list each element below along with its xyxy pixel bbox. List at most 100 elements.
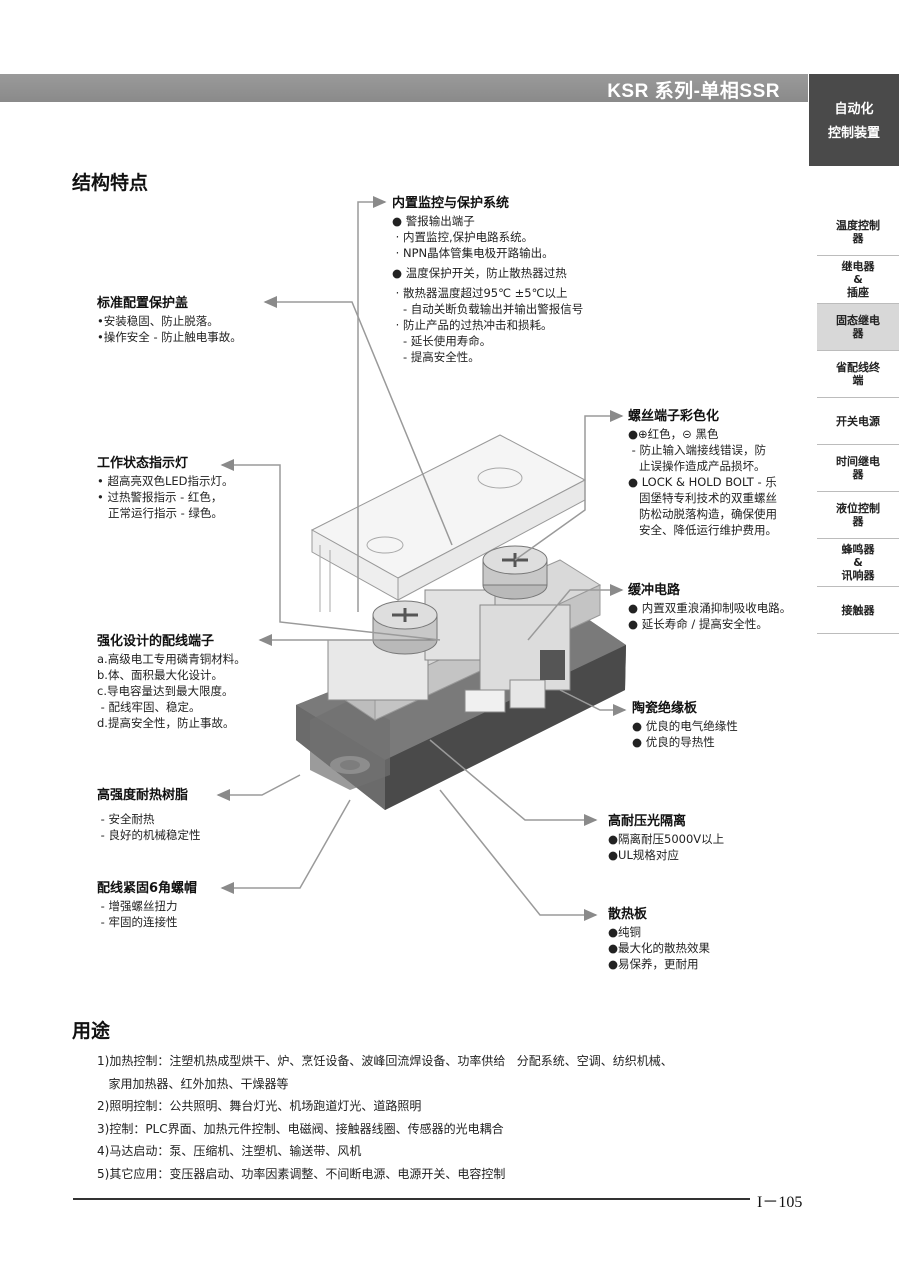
callout-terminal-head: 强化设计的配线端子 — [97, 634, 215, 649]
features-title: 结构特点 — [72, 172, 149, 194]
indicator-line: 正常运行指示 - 绿色。 — [97, 506, 223, 520]
monitor-line: - 提高安全性。 — [392, 350, 480, 364]
screw-color-line: ● LOCK & HOLD BOLT - 乐 — [628, 475, 777, 489]
callout-monitor-head: 内置监控与保护系统 — [392, 196, 510, 211]
side-item-terminal[interactable]: 省配线终 端 — [817, 351, 899, 398]
callout-screw-color: 螺丝端子彩色化 ●⊕红色，⊝ 黑色 - 防止输入端接线错误，防 止误操作造成产品… — [628, 407, 777, 538]
buffer-line: ● 延长寿命 / 提高安全性。 — [628, 617, 768, 631]
buffer-line: ● 内置双重浪涌抑制吸收电路。 — [628, 601, 792, 615]
side-item-contactor[interactable]: 接触器 — [817, 587, 899, 634]
callout-resin-head: 高强度耐热树脂 — [97, 788, 189, 803]
terminal-line: - 配线牢固、稳定。 — [97, 700, 201, 714]
heatsink-line: ●最大化的散热效果 — [608, 941, 711, 955]
callout-nut: 配线紧固6角螺帽 - 增强螺丝扭力 - 牢固的连接性 — [97, 879, 197, 930]
terminal-line: c.导电容量达到最大限度。 — [97, 684, 234, 698]
footer-rule — [73, 1198, 750, 1200]
cover-line: •操作安全 - 防止触电事故。 — [97, 330, 242, 344]
isolation-line: ●隔离耐压5000V以上 — [608, 832, 725, 846]
callout-monitor: 内置监控与保护系统 ● 警报输出端子 · 内置监控,保护电路系统。 · NPN晶… — [392, 194, 583, 365]
monitor-line: · 内置监控,保护电路系统。 — [392, 230, 534, 244]
application-line: 4)马达启动：泵、压缩机、注塑机、输送带、风机 — [97, 1144, 362, 1158]
ssr-body — [296, 545, 626, 810]
screw-color-line: ●⊕红色，⊝ 黑色 — [628, 427, 719, 441]
callout-buffer: 缓冲电路 ● 内置双重浪涌抑制吸收电路。 ● 延长寿命 / 提高安全性。 — [628, 581, 791, 632]
page-number: I－105 — [757, 1194, 803, 1211]
header-bar: KSR 系列-单相SSR — [0, 74, 808, 102]
application-line: 2)照明控制：公共照明、舞台灯光、机场跑道灯光、道路照明 — [97, 1099, 422, 1113]
side-item-power-supply[interactable]: 开关电源 — [817, 398, 899, 445]
side-main-tab[interactable]: 自动化 控制装置 — [809, 74, 899, 166]
callout-isolation-head: 高耐压光隔离 — [608, 814, 687, 829]
protective-cover — [310, 434, 587, 612]
callout-indicator: 工作状态指示灯 • 超高亮双色LED指示灯。 • 过热警报指示 - 红色， 正常… — [97, 454, 233, 521]
side-item-level[interactable]: 液位控制 器 — [817, 492, 899, 539]
callout-isolation: 高耐压光隔离 ●隔离耐压5000V以上 ●UL规格对应 — [608, 812, 724, 863]
screw-color-line: 防松动脱落构造，确保使用 — [628, 507, 777, 521]
series-title: KSR 系列-单相SSR — [607, 81, 780, 102]
arrow-screw-color — [514, 410, 624, 561]
callout-cover-head: 标准配置保护盖 — [97, 296, 189, 311]
terminal-line: d.提高安全性，防止事故。 — [97, 716, 235, 730]
terminal-line: a.高级电工专用磷青铜材料。 — [97, 652, 246, 666]
application-line: 3)控制：PLC界面、加热元件控制、电磁阀、接触器线圈、传感器的光电耦合 — [97, 1121, 504, 1136]
arrow-resin — [216, 774, 301, 801]
side-item-temperature[interactable]: 温度控制 器 — [817, 209, 899, 256]
monitor-line: · NPN晶体管集电极开路输出。 — [392, 246, 554, 260]
arrow-monitor — [357, 196, 387, 612]
monitor-line: - 自动关断负载输出并输出警报信号 — [392, 302, 584, 316]
side-item-relay[interactable]: 继电器 & 插座 — [817, 256, 899, 304]
arrow-nut — [220, 799, 351, 894]
resin-line: - 良好的机械稳定性 — [97, 828, 201, 842]
arrow-heatsink — [439, 789, 598, 921]
isolation-line: ●UL规格对应 — [608, 848, 679, 862]
callout-indicator-head: 工作状态指示灯 — [97, 456, 189, 471]
arrow-isolation — [429, 739, 598, 826]
heatsink-line: ●易保养，更耐用 — [608, 957, 699, 971]
callout-screw-color-head: 螺丝端子彩色化 — [628, 409, 720, 424]
side-item-timer[interactable]: 时间继电 器 — [817, 445, 899, 492]
monitor-line: · 防止产品的过热冲击和损耗。 — [392, 318, 553, 332]
monitor-line: - 延长使用寿命。 — [392, 334, 492, 348]
indicator-line: • 过热警报指示 - 红色， — [97, 490, 223, 504]
callout-resin: 高强度耐热树脂 - 安全耐热 - 良好的机械稳定性 — [97, 786, 200, 843]
screw-color-line: 安全、降低运行维护费用。 — [628, 523, 777, 537]
callout-cover: 标准配置保护盖 •安装稳固、防止脱落。 •操作安全 - 防止触电事故。 — [97, 294, 242, 345]
callout-terminal: 强化设计的配线端子 a.高级电工专用磷青铜材料。 b.体、面积最大化设计。 c.… — [97, 632, 246, 731]
screw-terminal-1 — [372, 600, 438, 655]
screw-terminal-2 — [482, 545, 548, 600]
callout-nut-head: 配线紧固6角螺帽 — [97, 881, 198, 896]
callout-buffer-head: 缓冲电路 — [628, 583, 681, 598]
terminal-line: b.体、面积最大化设计。 — [97, 668, 223, 682]
side-nav: 温度控制 器 继电器 & 插座 固态继电 器 省配线终 端 开关电源 时间继电 … — [817, 209, 899, 634]
callout-ceramic-head: 陶瓷绝缘板 — [632, 701, 698, 716]
side-item-buzzer[interactable]: 蜂鸣器 & 讯响器 — [817, 539, 899, 587]
screw-color-line: - 防止输入端接线错误，防 — [628, 443, 766, 457]
arrow-buffer — [527, 584, 624, 641]
callout-ceramic: 陶瓷绝缘板 ● 优良的电气绝缘性 ● 优良的导热性 — [632, 699, 738, 750]
application-line: 1)加热控制：注塑机热成型烘干、炉、烹饪设备、波峰回流焊设备、功率供给 分配系统… — [97, 1054, 673, 1068]
applications-list: 1)加热控制：注塑机热成型烘干、炉、烹饪设备、波峰回流焊设备、功率供给 分配系统… — [97, 1050, 673, 1185]
side-main-label-2: 控制装置 — [827, 126, 880, 141]
cover-line: •安装稳固、防止脱落。 — [97, 314, 219, 328]
monitor-line: ● 警报输出端子 — [392, 214, 475, 228]
nut-line: - 增强螺丝扭力 — [97, 899, 178, 913]
indicator-line: • 超高亮双色LED指示灯。 — [97, 474, 234, 488]
arrow-ceramic — [559, 689, 627, 716]
heatsink-line: ●纯铜 — [608, 925, 642, 939]
resin-line: - 安全耐热 — [97, 812, 155, 826]
screw-color-line: 固堡特专利技术的双重螺丝 — [628, 491, 777, 505]
application-line: 5)其它应用：变压器启动、功率因素调整、不间断电源、电源开关、电容控制 — [97, 1166, 506, 1181]
arrow-indicator — [220, 459, 441, 641]
monitor-line: · 散热器温度超过95℃ ±5℃以上 — [392, 286, 568, 300]
ceramic-line: ● 优良的导热性 — [632, 735, 715, 749]
side-item-ssr[interactable]: 固态继电 器 — [817, 304, 899, 351]
ceramic-line: ● 优良的电气绝缘性 — [632, 719, 738, 733]
applications-title: 用途 — [72, 1020, 111, 1042]
nut-line: - 牢固的连接性 — [97, 915, 178, 929]
monitor-line: ● 温度保护开关，防止散热器过热 — [392, 266, 567, 280]
callout-heatsink: 散热板 ●纯铜 ●最大化的散热效果 ●易保养，更耐用 — [608, 905, 710, 972]
application-line: 家用加热器、红外加热、干燥器等 — [97, 1076, 289, 1091]
side-main-label-1: 自动化 — [834, 102, 874, 117]
callout-heatsink-head: 散热板 — [608, 907, 648, 922]
screw-color-line: 止误操作造成产品损坏。 — [628, 459, 766, 473]
